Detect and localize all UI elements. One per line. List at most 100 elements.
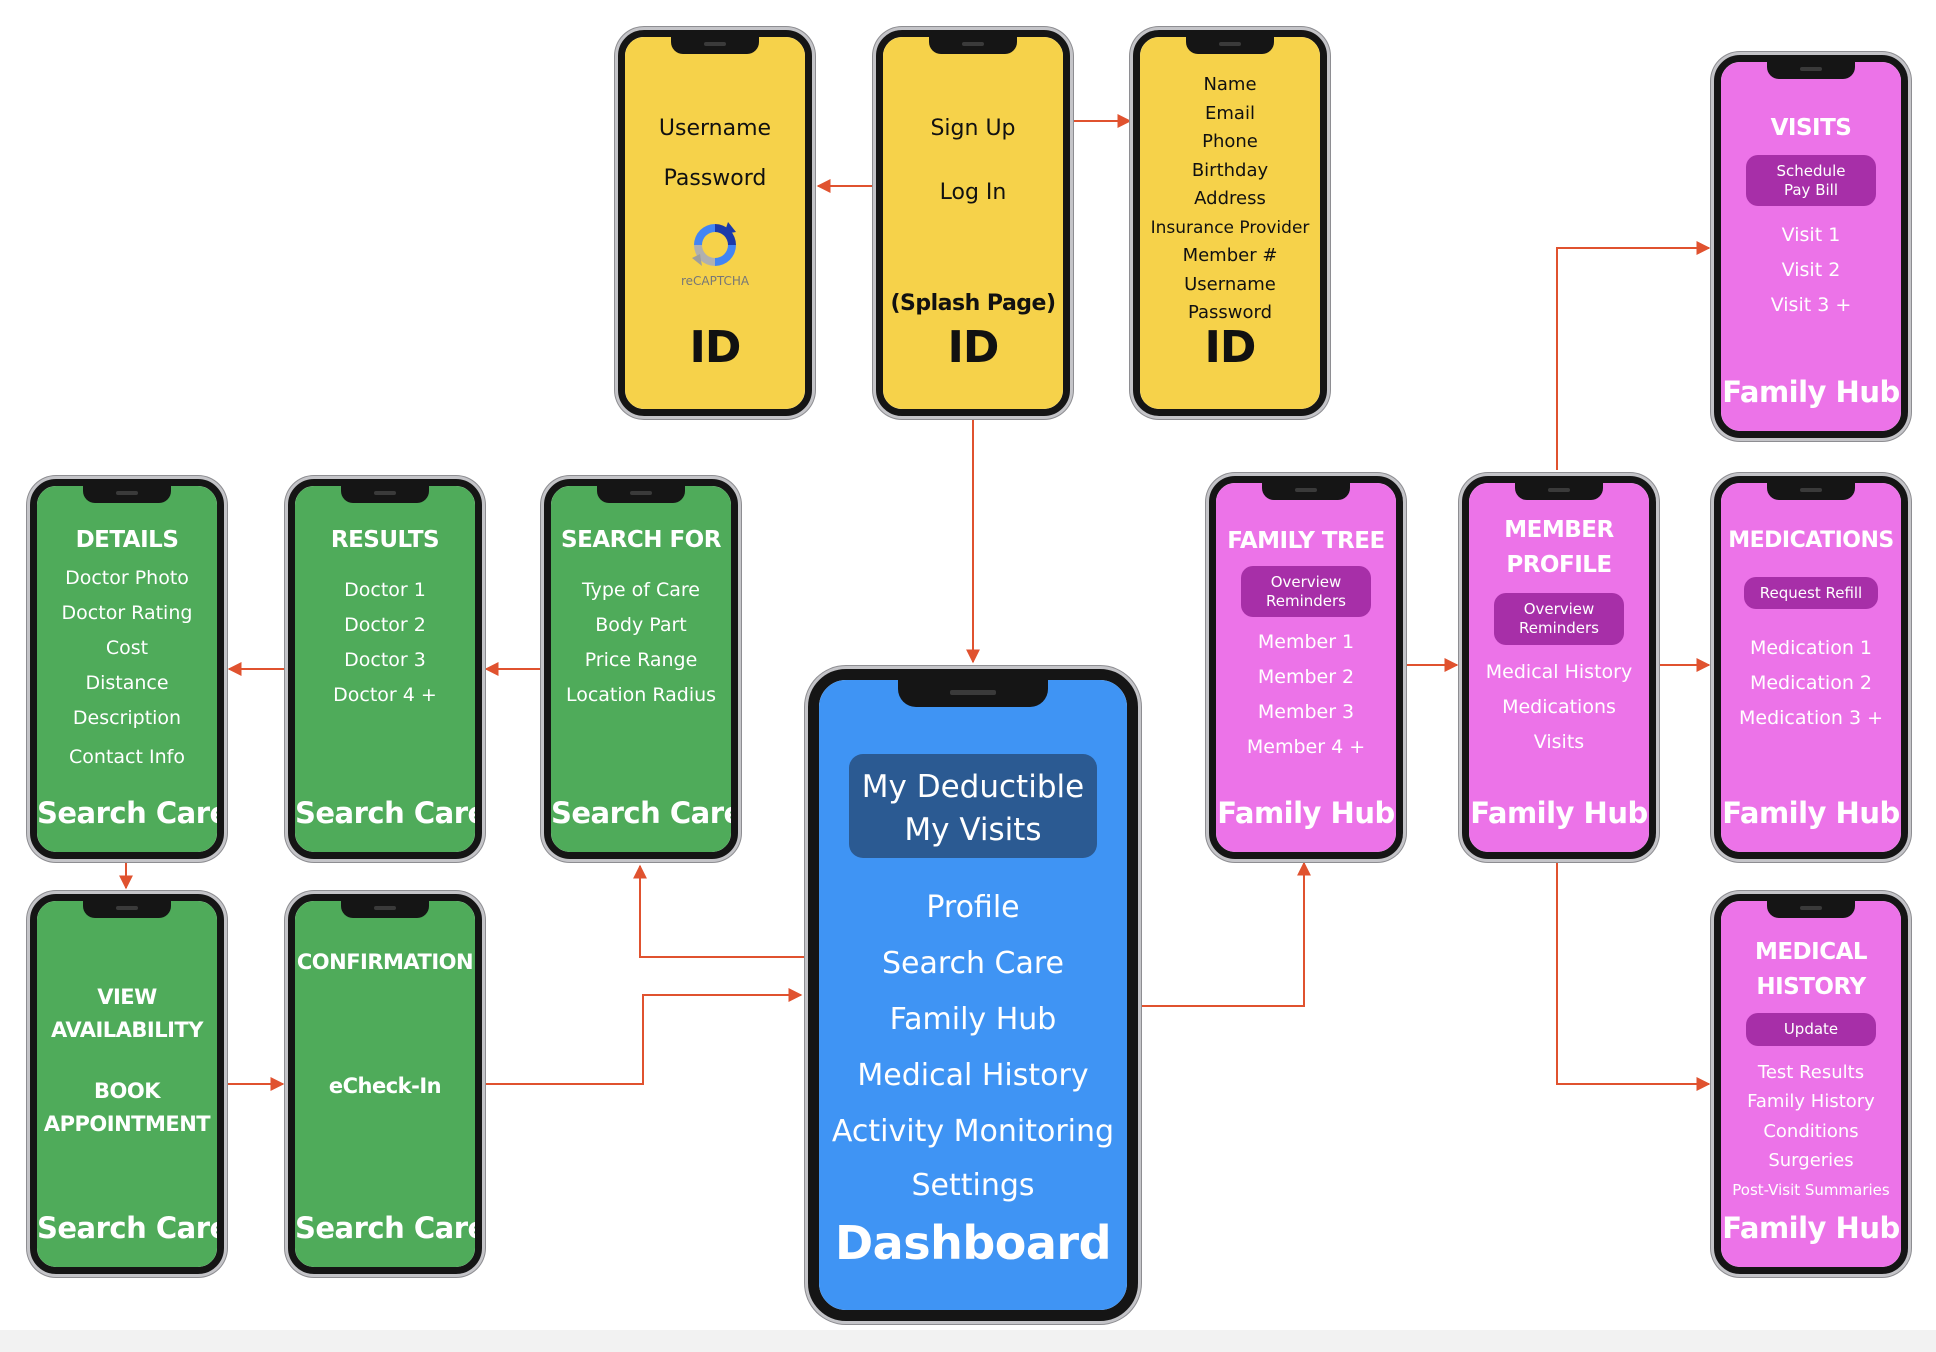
nav-settings[interactable]: Settings [911,1168,1035,1203]
nav-profile[interactable]: Profile [926,890,1020,925]
phone-member-profile: MEMBER PROFILE Overview Reminders Medica… [1462,476,1656,859]
view-availability-line2: AVAILABILITY [51,1018,203,1042]
details-title: DETAILS [75,527,179,553]
signup-field-phone: Phone [1202,131,1258,152]
arrow-dashboard-to-search-for [633,864,806,958]
family-hub-footer-label: Family Hub [1722,796,1900,830]
filter-body-part[interactable]: Body Part [595,613,687,636]
phone-notch [1767,62,1855,79]
result-doctor-more[interactable]: Doctor 4 + [333,683,437,706]
filter-price-range[interactable]: Price Range [584,648,698,671]
phone-family-tree: FAMILY TREE Overview Reminders Member 1 … [1209,476,1403,859]
filter-type-of-care[interactable]: Type of Care [581,578,700,601]
phone-notch [1262,483,1350,500]
profile-medical-history-link[interactable]: Medical History [1485,660,1633,683]
echeck-in-button[interactable]: eCheck-In [328,1074,442,1099]
overview-reminders-button[interactable]: Overview Reminders [1494,593,1624,645]
view-availability-button[interactable]: VIEW AVAILABILITY [51,981,203,1047]
id-footer-label: ID [1204,322,1257,373]
family-hub-footer-label: Family Hub [1217,796,1395,830]
phone-splash: Sign Up Log In (Splash Page) ID [876,30,1070,416]
pill-pay-bill-label: Pay Bill [1783,180,1838,199]
search-care-footer-label: Search Care [37,1211,224,1245]
visits-screen: VISITS Schedule Pay Bill Visit 1 Visit 2… [1721,62,1901,431]
phone-notch [898,680,1048,707]
recaptcha-widget[interactable]: reCAPTCHA [681,218,749,288]
history-test-results[interactable]: Test Results [1757,1061,1865,1083]
dashboard-screen: My Deductible My Visits Profile Search C… [819,680,1127,1310]
phone-notch [341,901,429,918]
phone-login: Username Password reCAPTCHA ID [618,30,812,416]
search-care-footer-label: Search Care [37,796,224,830]
family-member-2[interactable]: Member 2 [1257,666,1355,689]
pill-overview-label: Overview [1523,600,1595,618]
deductible-visits-card[interactable]: My Deductible My Visits [849,754,1097,858]
dashboard-footer-label: Dashboard [834,1216,1112,1270]
phone-signup: Name Email Phone Birthday Address Insura… [1133,30,1327,416]
result-doctor-2[interactable]: Doctor 2 [344,613,426,636]
detail-contact-info[interactable]: Contact Info [69,745,185,768]
results-title: RESULTS [330,527,440,553]
visit-1[interactable]: Visit 1 [1781,224,1841,247]
signup-field-birthday: Birthday [1191,159,1269,181]
history-family-history[interactable]: Family History [1747,1091,1875,1113]
id-footer-label: ID [689,322,742,373]
detail-doctor-rating: Doctor Rating [61,601,193,624]
history-surgeries[interactable]: Surgeries [1768,1150,1854,1172]
medication-2[interactable]: Medication 2 [1749,672,1873,695]
phone-notch [1515,483,1603,500]
history-post-visit-summaries[interactable]: Post-Visit Summaries [1732,1180,1890,1199]
book-appointment-button[interactable]: BOOK APPOINTMENT [43,1075,211,1141]
confirmation-title: CONFIRMATION [296,950,474,974]
arrow-member-profile-to-medical-history [1556,860,1711,1091]
phone-confirmation: CONFIRMATION eCheck-In Search Care [288,894,482,1274]
nav-medical-history[interactable]: Medical History [857,1058,1089,1093]
result-doctor-3[interactable]: Doctor 3 [344,648,426,671]
nav-search-care[interactable]: Search Care [881,946,1065,981]
availability-screen: VIEW AVAILABILITY BOOK APPOINTMENT Searc… [37,901,217,1267]
nav-family-hub[interactable]: Family Hub [889,1002,1057,1037]
my-visits-label: My Visits [904,812,1042,848]
recaptcha-label: reCAPTCHA [680,274,750,288]
sign-up-button[interactable]: Sign Up [930,116,1016,141]
signup-field-username: Username [1184,273,1276,295]
update-button[interactable]: Update [1746,1013,1876,1046]
family-member-1[interactable]: Member 1 [1257,631,1355,654]
signup-field-name: Name [1203,74,1257,95]
member-profile-title-line1: MEMBER [1504,517,1614,543]
visits-title: VISITS [1770,115,1852,141]
phone-details: DETAILS Doctor Photo Doctor Rating Cost … [30,479,224,859]
search-care-footer-label: Search Care [551,796,738,830]
visit-more[interactable]: Visit 3 + [1770,294,1852,317]
page-bottom-strip [0,1330,1936,1352]
result-doctor-1[interactable]: Doctor 1 [344,578,426,601]
log-in-button[interactable]: Log In [939,179,1007,205]
detail-cost: Cost [105,636,149,659]
book-appointment-line2: APPOINTMENT [43,1112,211,1136]
arrow-confirmation-to-dashboard [484,988,803,1085]
phone-notch [929,37,1017,54]
filter-location-radius[interactable]: Location Radius [565,683,717,706]
schedule-pay-bill-button[interactable]: Schedule Pay Bill [1746,154,1876,207]
request-refill-button[interactable]: Request Refill [1743,576,1879,610]
overview-reminders-button[interactable]: Overview Reminders [1241,565,1371,618]
medication-1[interactable]: Medication 1 [1749,637,1873,660]
medication-more[interactable]: Medication 3 + [1739,707,1883,730]
search-for-screen: SEARCH FOR Type of Care Body Part Price … [551,486,731,852]
phone-notch [597,486,685,503]
family-member-more[interactable]: Member 4 + [1246,736,1366,759]
search-care-footer-label: Search Care [295,1211,482,1245]
family-hub-footer-label: Family Hub [1722,1211,1900,1245]
visit-2[interactable]: Visit 2 [1781,259,1841,282]
history-conditions[interactable]: Conditions [1763,1120,1859,1142]
profile-visits-link[interactable]: Visits [1533,730,1585,753]
phone-notch [1767,483,1855,500]
member-profile-screen: MEMBER PROFILE Overview Reminders Medica… [1469,483,1649,852]
family-member-3[interactable]: Member 3 [1257,701,1355,724]
nav-activity-monitoring[interactable]: Activity Monitoring [831,1114,1115,1149]
profile-medications-link[interactable]: Medications [1502,695,1616,718]
splash-page-label: (Splash Page) [890,291,1056,316]
phone-availability: VIEW AVAILABILITY BOOK APPOINTMENT Searc… [30,894,224,1274]
phone-search-for: SEARCH FOR Type of Care Body Part Price … [544,479,738,859]
